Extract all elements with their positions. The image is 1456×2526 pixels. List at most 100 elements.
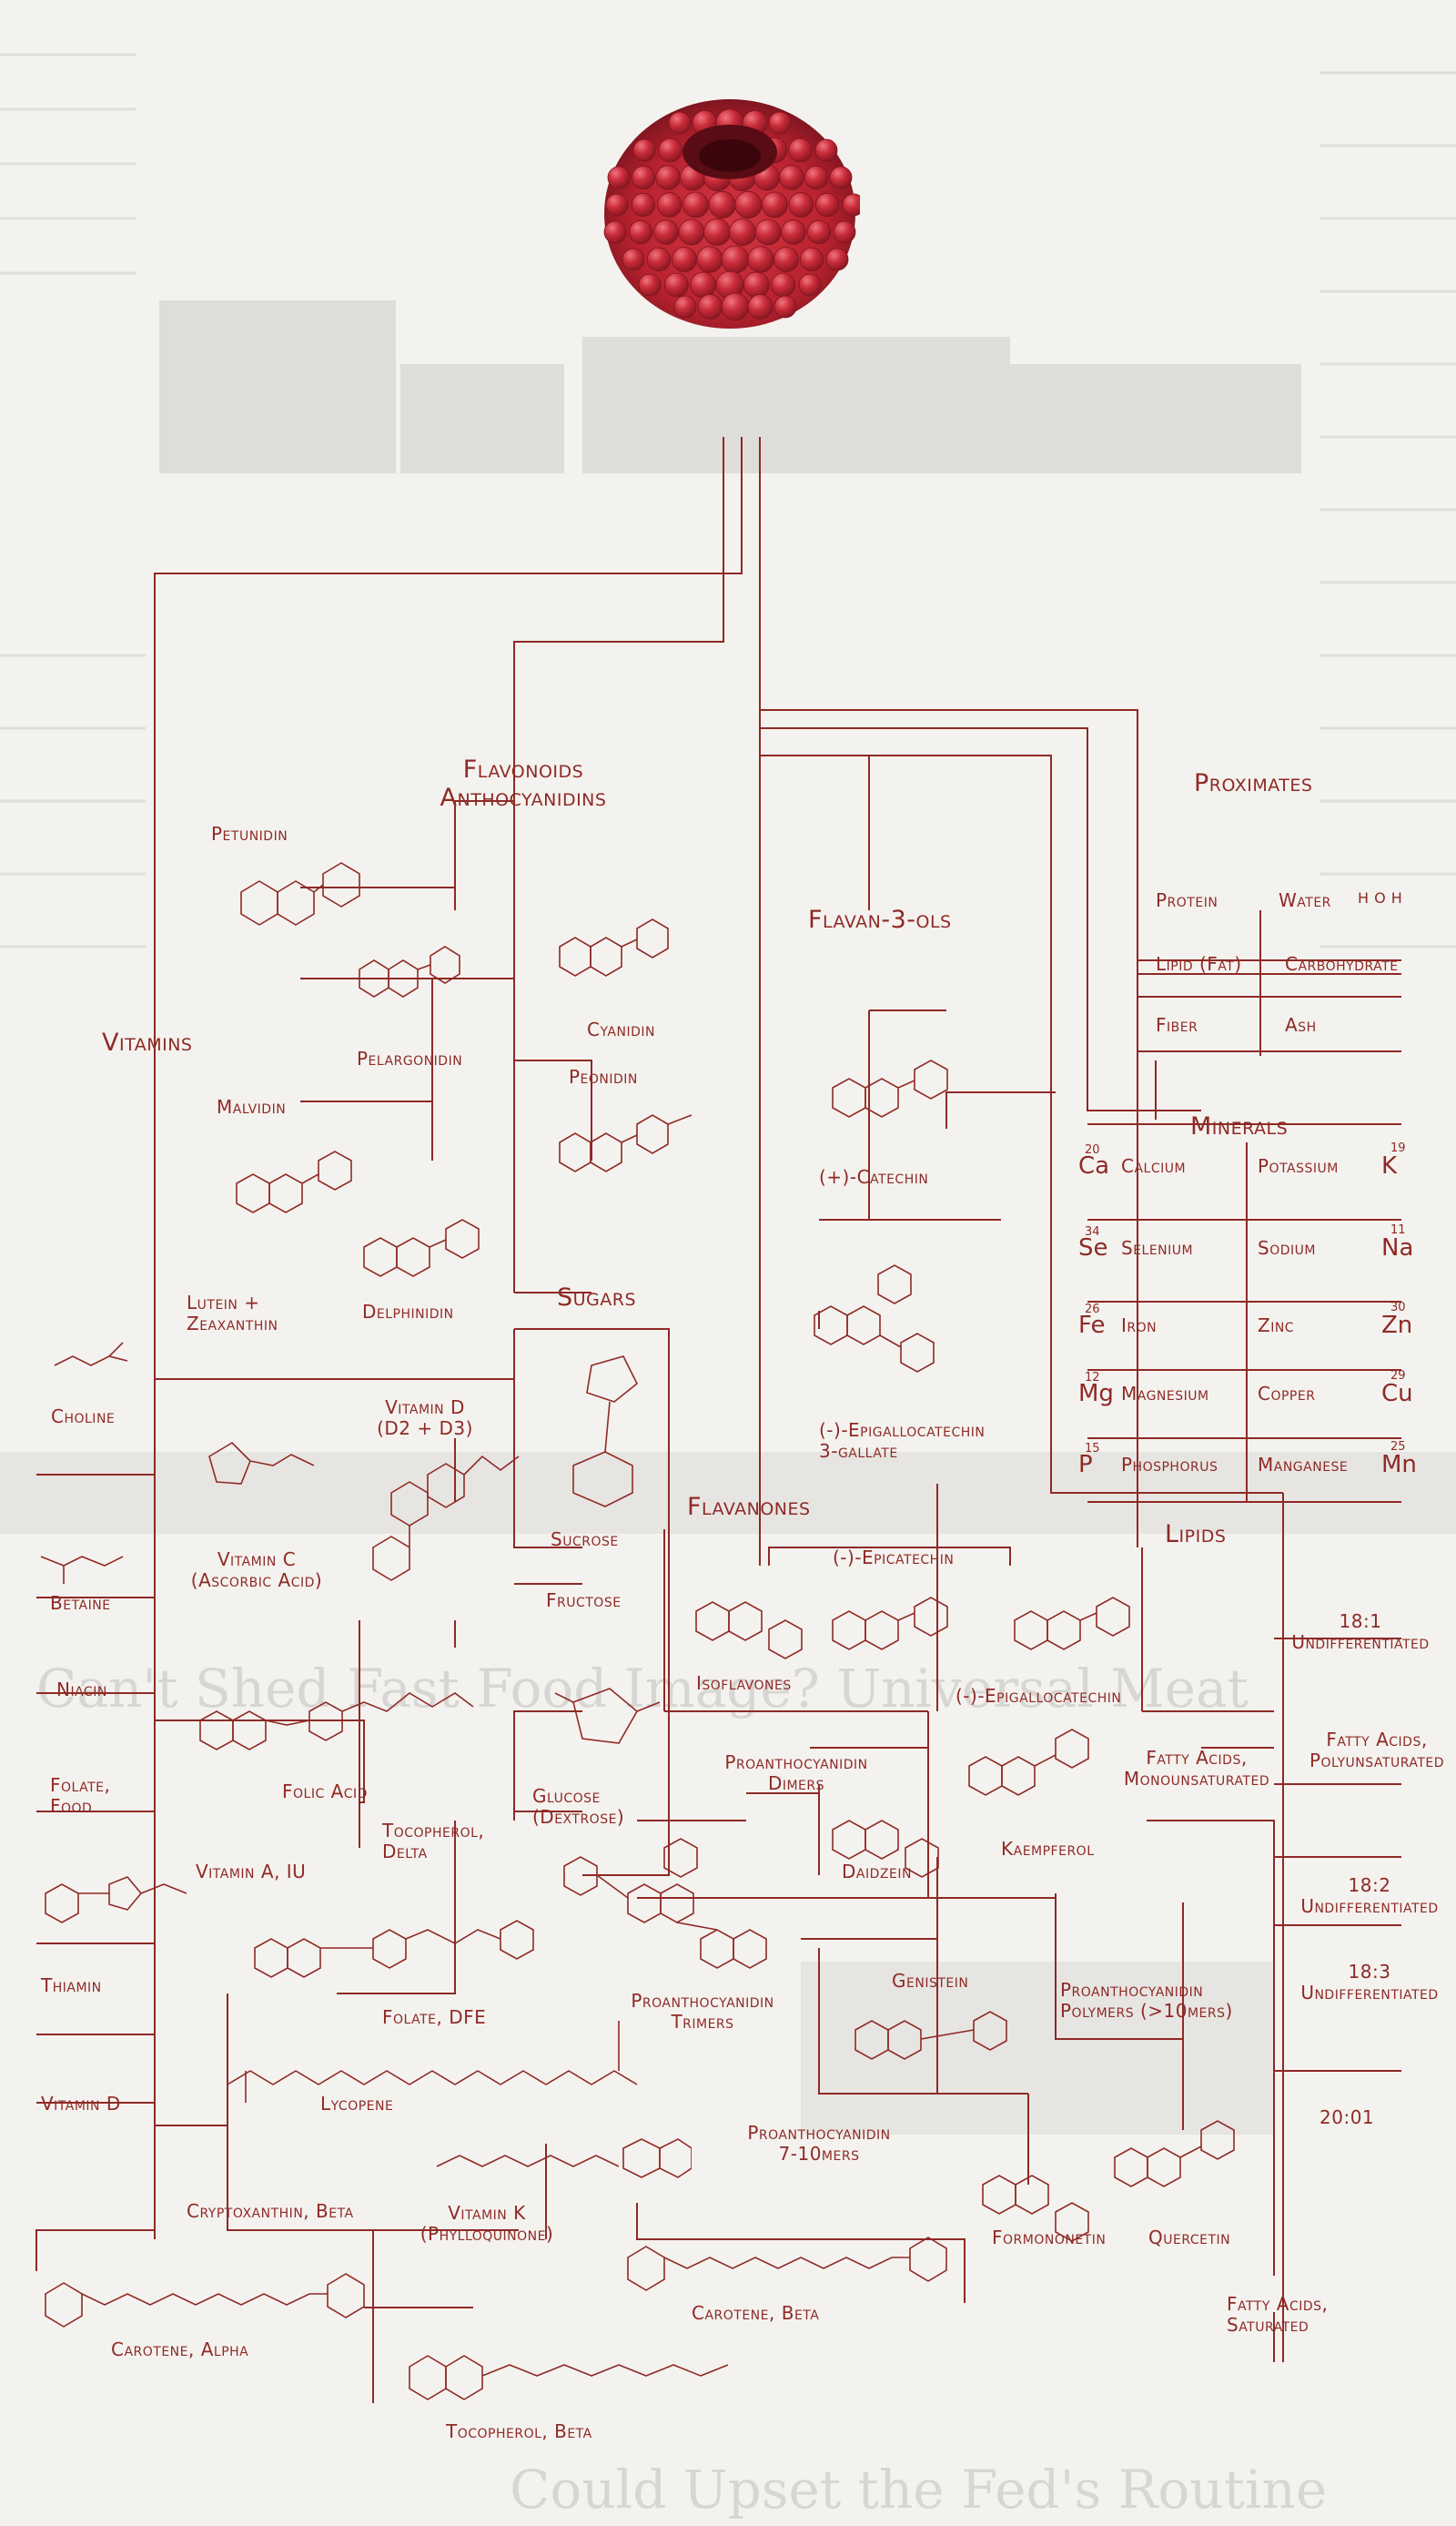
drupelet [779,165,804,190]
label-lycopene: Lycopene [320,2093,394,2115]
drupelet [788,192,814,218]
drupelet [747,294,774,320]
label-tocopherol-beta: Tocopherol, Beta [446,2420,592,2442]
mineral-symbol-right: K [1381,1152,1398,1180]
mineral-symbol-right: Na [1381,1234,1414,1262]
label-pelargonidin: Pelargonidin [357,1048,463,1070]
label-folate-dfe: Folate, DFE [382,2006,487,2028]
molecule-pelargonidin [359,946,460,998]
molecule-daidzein [832,1820,939,1878]
water-formula: H O H [1358,889,1403,907]
drupelet [628,219,653,245]
proximate-carbohydrate: Carbohydrate [1285,953,1399,975]
molecule-choline [54,1342,128,1366]
drupelet [673,295,697,319]
label-mufa: Fatty Acids, Monounsaturated [1123,1747,1270,1790]
label-peonidin: Peonidin [569,1066,638,1088]
label-fructose: Fructose [546,1589,622,1611]
label-thiamin: Thiamin [41,1974,102,1996]
mineral-symbol-left: Mg [1078,1380,1114,1407]
label-genistein: Genistein [892,1970,969,1992]
mineral-symbol-right: Cu [1381,1380,1413,1407]
label-18-3: 18:3 Undifferentiated [1300,1961,1439,2004]
drupelet [774,295,797,319]
drupelet [799,247,824,272]
label-vitamin-d: Vitamin D [41,2093,121,2115]
proximate-lipid: Lipid (Fat) [1156,953,1242,975]
mineral-number-right: 29 [1390,1369,1406,1383]
label-epigallocatechin: (-)-Epigallocatechin [956,1685,1122,1707]
molecule-pa-trimers [563,1838,767,1969]
mineral-symbol-left: Ca [1078,1152,1110,1180]
molecule-betaine [40,1556,124,1584]
mineral-name-right: Manganese [1258,1454,1349,1476]
label-sucrose: Sucrose [551,1528,619,1550]
mineral-name-left: Magnesium [1121,1383,1209,1405]
label-cyanidin: Cyanidin [587,1019,655,1040]
label-formononetin: Formononetin [992,2227,1107,2248]
molecule-epicatechin [832,1597,948,1650]
drupelet [631,192,655,218]
label-delphinidin: Delphinidin [362,1301,454,1323]
label-epicatechin: (-)-Epicatechin [833,1547,955,1568]
mineral-symbol-left: Fe [1078,1312,1106,1339]
newsprint-headline-2: Could Upset the Fed's Routine [510,2459,1327,2521]
drupelet [774,247,799,272]
molecule-kaempferol [968,1729,1089,1796]
label-pa-trimers: Proanthocyanidin Trimers [631,1990,774,2033]
drupelet [815,192,840,218]
drupelet [658,137,682,163]
drupelet [638,273,662,297]
drupelet [829,166,853,189]
label-betaine: Betaine [50,1592,111,1614]
mineral-number-left: 12 [1085,1371,1100,1385]
molecule-isoflavones [695,1601,803,1659]
label-glucose: Glucose (Dextrose) [532,1785,625,1828]
mineral-name-left: Selenium [1121,1237,1194,1259]
drupelet [768,111,792,135]
label-folic-acid: Folic Acid [282,1780,368,1802]
molecule-vitamin-d [372,1455,520,1581]
label-kaempferol: Kaempferol [1001,1838,1095,1860]
label-quercetin: Quercetin [1148,2227,1231,2248]
mineral-number-left: 26 [1085,1303,1100,1316]
drupelet [663,272,689,298]
drupelet [798,273,822,297]
molecule-delphinidin [363,1219,480,1277]
label-carotene-alpha: Carotene, Alpha [111,2338,249,2360]
mineral-number-left: 20 [1085,1143,1100,1157]
molecule-thiamin [45,1876,187,1923]
molecule-sugars [572,1355,639,1507]
group-flavanones: Flavanones [687,1493,811,1521]
mineral-number-right: 11 [1390,1223,1406,1237]
group-proximates: Proximates [1194,769,1313,797]
molecule-folic-acid [199,1692,474,1750]
group-flavonoids: Flavonoids Anthocyanidins [440,756,607,813]
drupelet [603,220,627,244]
mineral-symbol-left: P [1078,1451,1093,1478]
molecule-petunidin [240,862,360,926]
mineral-name-right: Sodium [1258,1237,1316,1259]
molecule-glucose [554,1688,661,1744]
drupelet [788,137,813,163]
molecule-carotene-alpha [45,2273,365,2328]
label-carotene-beta: Carotene, Beta [692,2302,820,2324]
proximate-protein: Protein [1156,889,1218,911]
molecule-genistein [854,2011,1007,2060]
drupelet [833,220,856,244]
drupelet [825,248,849,271]
drupelet [781,219,806,245]
label-pufa: Fatty Acids, Polyunsaturated [1309,1729,1445,1771]
molecule-carotene-beta [627,2237,947,2291]
group-flavan-3-ols: Flavan-3-ols [808,906,952,934]
group-minerals: Minerals [1190,1112,1289,1141]
mineral-symbol-right: Mn [1381,1451,1417,1478]
molecule-egcg [814,1264,935,1373]
drupelet [804,165,828,190]
label-vitamin-k: Vitamin K (Phylloquinone) [420,2202,554,2245]
mineral-name-right: Copper [1258,1383,1316,1405]
raspberry-illustration [603,99,860,329]
molecule-vitamin-c [208,1441,315,1485]
